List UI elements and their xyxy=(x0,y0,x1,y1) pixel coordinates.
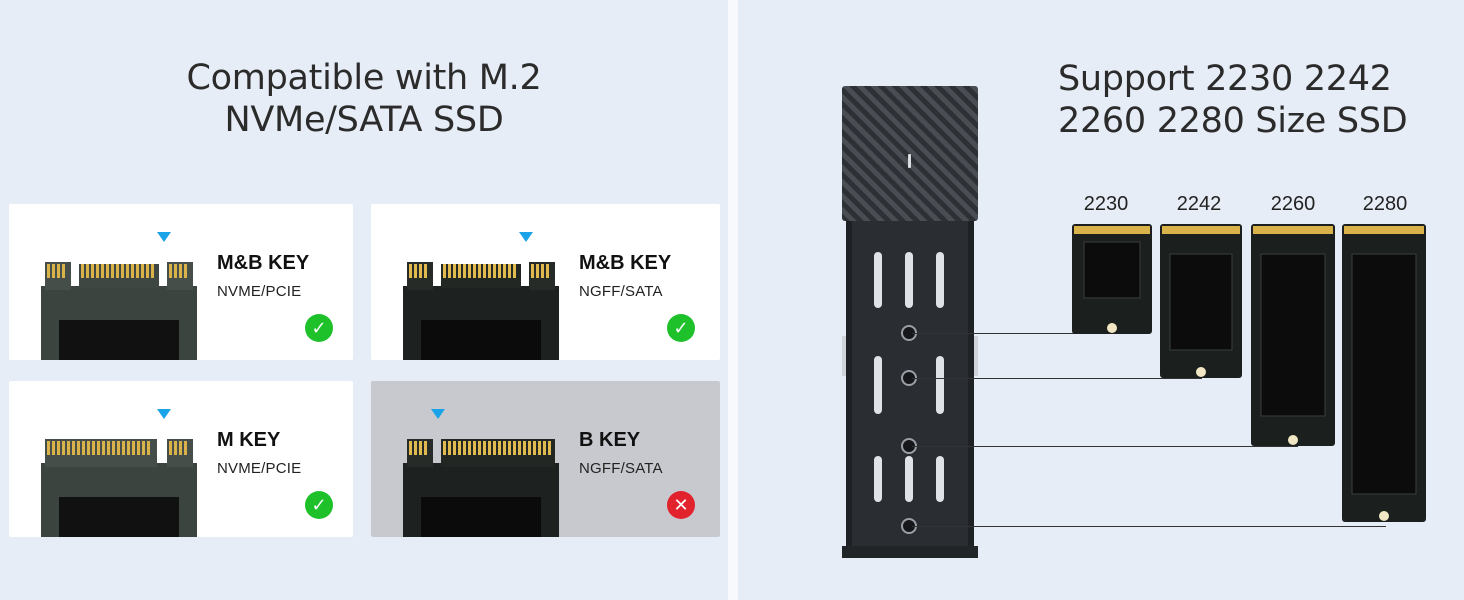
compatibility-title: Compatible with M.2 NVMe/SATA SSD xyxy=(0,57,728,141)
leader-line-2230 xyxy=(912,333,1116,334)
check-circle-icon: ✓ xyxy=(667,314,695,342)
key-card-b-sata: B KEY NGFF/SATA ✕ xyxy=(371,381,720,537)
key-type-label: M&B KEY xyxy=(217,252,310,274)
compatibility-title-line2: NVMe/SATA SSD xyxy=(224,100,504,140)
check-circle-icon: ✓ xyxy=(305,491,333,519)
ssd-2230-image xyxy=(1072,224,1152,334)
key-type-label: B KEY xyxy=(579,429,641,451)
key-notch-pointer-icon xyxy=(157,409,171,419)
ssd-connector-image xyxy=(41,439,197,537)
leader-line-2280 xyxy=(912,526,1386,527)
ssd-connector-image xyxy=(41,262,197,360)
ssd-2260-image xyxy=(1251,224,1335,446)
key-card-mb-sata: M&B KEY NGFF/SATA ✓ xyxy=(371,204,720,360)
size-support-panel: Support 2230 2242 2260 2280 Size SSD xyxy=(738,0,1464,600)
key-card-mb-nvme: M&B KEY NVME/PCIE ✓ xyxy=(9,204,353,360)
leader-line-2242 xyxy=(912,378,1202,379)
size-label-2242: 2242 xyxy=(1176,193,1222,215)
key-card-m-nvme: M KEY NVME/PCIE ✓ xyxy=(9,381,353,537)
ssd-2280-image xyxy=(1342,224,1426,522)
panel-divider xyxy=(728,0,738,600)
x-circle-icon: ✕ xyxy=(667,491,695,519)
size-support-title-line2: 2260 2280 Size SSD xyxy=(1058,101,1408,141)
key-type-label: M KEY xyxy=(217,429,281,451)
leader-line-2260 xyxy=(912,446,1298,447)
size-label-2280: 2280 xyxy=(1362,193,1408,215)
compatibility-title-line1: Compatible with M.2 xyxy=(186,58,542,98)
ssd-2242-image xyxy=(1160,224,1242,378)
key-notch-pointer-icon xyxy=(431,409,445,419)
ssd-connector-image xyxy=(403,439,559,537)
interface-label: NVME/PCIE xyxy=(217,283,302,300)
interface-label: NGFF/SATA xyxy=(579,460,663,477)
key-notch-pointer-icon xyxy=(157,232,171,242)
compatibility-panel: Compatible with M.2 NVMe/SATA SSD M&B KE… xyxy=(0,0,728,600)
ssd-connector-image xyxy=(403,262,559,360)
interface-label: NGFF/SATA xyxy=(579,283,663,300)
size-support-title-line1: Support 2230 2242 xyxy=(1058,59,1392,99)
size-support-title: Support 2230 2242 2260 2280 Size SSD xyxy=(1058,58,1438,142)
key-notch-pointer-icon xyxy=(519,232,533,242)
size-label-2230: 2230 xyxy=(1083,193,1129,215)
check-circle-icon: ✓ xyxy=(305,314,333,342)
size-label-2260: 2260 xyxy=(1270,193,1316,215)
key-type-label: M&B KEY xyxy=(579,252,672,274)
ssd-enclosure-image xyxy=(842,86,978,558)
interface-label: NVME/PCIE xyxy=(217,460,302,477)
